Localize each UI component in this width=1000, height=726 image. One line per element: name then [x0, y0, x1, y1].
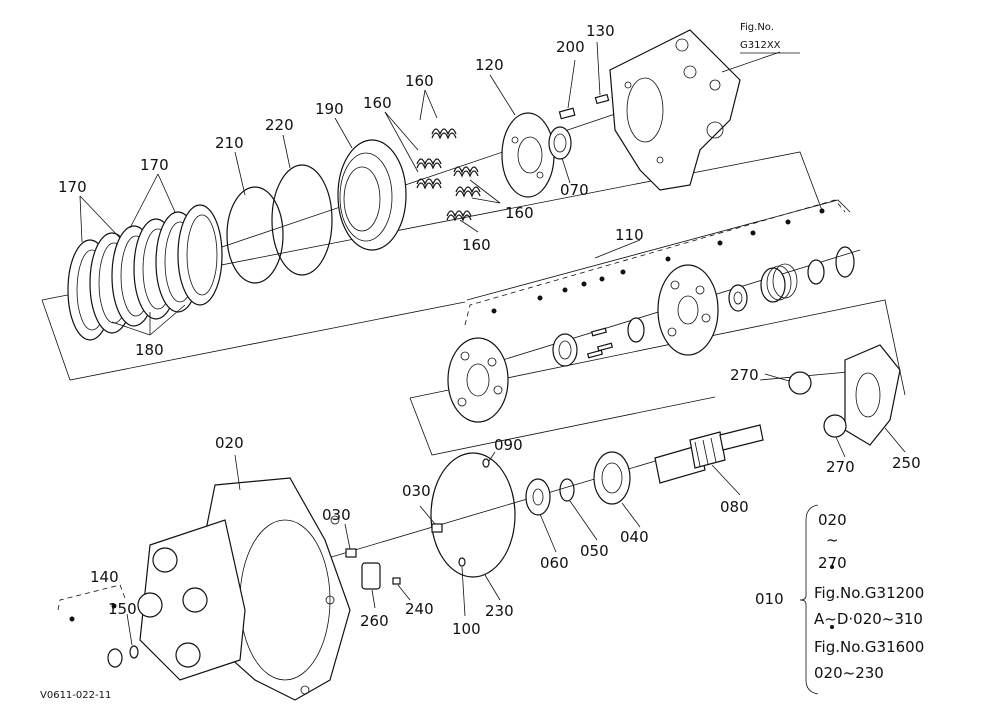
- label-160a: 160: [405, 72, 434, 90]
- piston-block: [447, 337, 509, 423]
- label-180: 180: [135, 341, 164, 359]
- label-220: 220: [265, 116, 294, 134]
- collar: [627, 317, 645, 343]
- rear-cover: [609, 29, 741, 191]
- label-080: 080: [720, 498, 749, 516]
- label-010: 010: [755, 590, 784, 608]
- label-170a: 170: [58, 178, 87, 196]
- brake-piston-190: [337, 139, 407, 251]
- drive-shaft-080: [654, 424, 764, 484]
- label-250: 250: [892, 454, 921, 472]
- note-line-4: Fig.No.G31200: [814, 584, 924, 602]
- ball-270a: [788, 371, 812, 395]
- label-210: 210: [215, 134, 244, 152]
- washer-right: [807, 259, 825, 285]
- label-060: 060: [540, 554, 569, 572]
- label-070: 070: [560, 181, 589, 199]
- pin-260: [361, 562, 381, 590]
- label-160d: 160: [462, 236, 491, 254]
- label-190: 190: [315, 100, 344, 118]
- upper-assembly-outline: [41, 151, 824, 381]
- pin-030b: [345, 548, 357, 558]
- label-160b: 160: [363, 94, 392, 112]
- leader-lines: [79, 41, 906, 646]
- note-dot-b: [830, 625, 834, 629]
- note-line-7: 020~230: [814, 664, 884, 682]
- fig-ref-code: G312XX: [740, 40, 781, 51]
- o-ring-230: [430, 452, 516, 578]
- label-200: 200: [556, 38, 585, 56]
- note-line-2: ~: [826, 531, 839, 549]
- label-140: 140: [90, 568, 119, 586]
- label-100: 100: [452, 620, 481, 638]
- label-130: 130: [586, 22, 615, 40]
- label-150: 150: [108, 600, 137, 618]
- note-line-5: A~D·020~310: [814, 610, 923, 628]
- label-240: 240: [405, 600, 434, 618]
- bearing-040: [593, 451, 631, 505]
- note-line-3: 270: [818, 554, 847, 572]
- pin-130: [594, 93, 610, 105]
- swash-plate-250: [844, 344, 901, 446]
- pin-240: [392, 577, 401, 585]
- note-dot-a: [830, 565, 834, 569]
- o-ring-210: [226, 186, 284, 284]
- snap-ring-right: [835, 246, 855, 278]
- o-ring-090: [482, 458, 490, 468]
- label-120: 120: [475, 56, 504, 74]
- bearing-070: [548, 126, 572, 160]
- spring-group-160: [416, 128, 481, 222]
- spherical-bushing: [552, 333, 578, 367]
- note-line-6: Fig.No.G31600: [814, 638, 924, 656]
- label-170b: 170: [140, 156, 169, 174]
- diagram-code: V0611-022-11: [40, 690, 111, 701]
- label-270b: 270: [826, 458, 855, 476]
- label-110: 110: [615, 226, 644, 244]
- pin-030a: [431, 523, 443, 533]
- label-030b: 030: [322, 506, 351, 524]
- bracket-140: [57, 584, 126, 622]
- pin-200: [558, 107, 576, 120]
- label-160c: 160: [505, 204, 534, 222]
- pins-small: [586, 327, 614, 359]
- plug-140: [107, 648, 123, 668]
- collar-060: [525, 478, 551, 516]
- note-brace: [799, 504, 819, 695]
- label-270a: 270: [730, 366, 759, 384]
- part-labels: Fig.No. G312XX 170 170 180 210 220 190 1…: [40, 22, 924, 701]
- snap-ring-050: [559, 478, 575, 502]
- friction-plate-stack: [67, 204, 223, 341]
- motor-housing-020: [137, 477, 351, 701]
- label-030a: 030: [402, 482, 431, 500]
- label-050: 050: [580, 542, 609, 560]
- bracket-110: [464, 199, 846, 326]
- valve-plate-120: [501, 112, 555, 198]
- seal-150: [129, 645, 139, 659]
- cylinder-block: [657, 264, 719, 356]
- fig-ref-title: Fig.No.: [740, 22, 774, 33]
- washer-middle: [728, 284, 748, 312]
- label-020: 020: [215, 434, 244, 452]
- spring-middle: [760, 263, 798, 303]
- label-260: 260: [360, 612, 389, 630]
- label-230: 230: [485, 602, 514, 620]
- label-040: 040: [620, 528, 649, 546]
- o-ring-100: [458, 557, 466, 567]
- ball-270b: [823, 414, 847, 438]
- o-ring-220: [271, 164, 333, 276]
- label-090: 090: [494, 436, 523, 454]
- note-line-1: 020: [818, 511, 847, 529]
